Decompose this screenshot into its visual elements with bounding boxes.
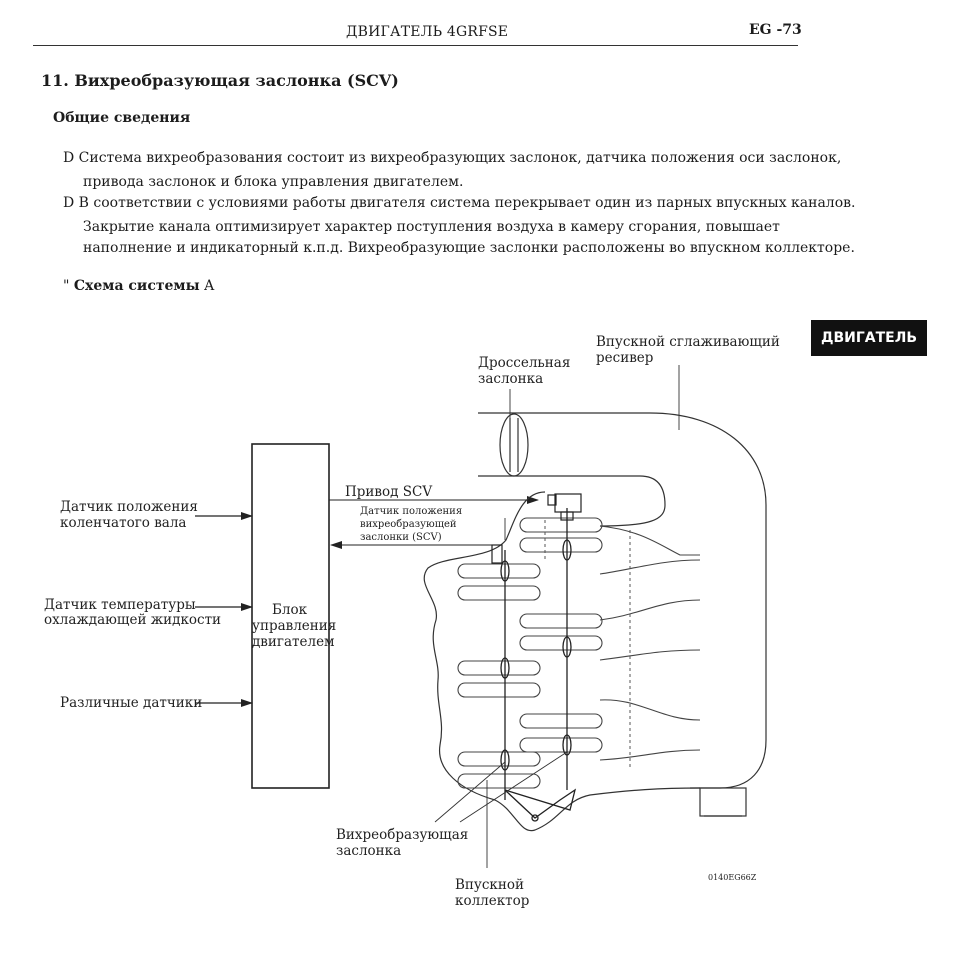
page-number: EG -73 <box>749 22 802 38</box>
scv-actuator-body <box>491 493 582 564</box>
header-title: ДВИГАТЕЛЬ 4GRFSE <box>346 24 509 40</box>
figure-code: 0140EG66Z <box>708 873 757 882</box>
surge-tank-label-1: Впускной сглаживающий <box>596 334 780 350</box>
ecu-label-1: Блок <box>272 602 308 618</box>
scv-sensor-label-3: заслонки (SCV) <box>360 532 442 543</box>
swirl-valve-label-2: заслонка <box>336 843 401 859</box>
scv-sensor-label-1: Датчик положения <box>360 506 462 517</box>
intake-manifold-label-2: коллектор <box>455 893 529 909</box>
schema-label: Схема системы <box>73 278 200 294</box>
coolant-sensor-label-1: Датчик температуры <box>44 597 196 613</box>
ecu-label-2: управления <box>252 618 336 634</box>
crank-sensor-label-2: коленчатого вала <box>60 515 186 531</box>
scv-actuator-label: Привод SCV <box>345 484 432 500</box>
hidden-lines <box>544 520 631 770</box>
scv-position-sensor-body <box>491 544 503 564</box>
ecu-label-3: двигателем <box>252 634 335 650</box>
ecu-block <box>251 443 330 789</box>
intake-manifold-label-1: Впускной <box>455 877 524 893</box>
swirl-valve-shafts <box>500 508 577 822</box>
scv-sensor-label-2: вихреобразующей <box>360 519 457 530</box>
schema-heading: " Схема системы A <box>63 278 214 294</box>
section-subtitle: Общие сведения <box>53 110 191 126</box>
paragraph-line: Закрытие канала оптимизирует характер по… <box>83 219 780 235</box>
surge-tank-label-2: ресивер <box>596 350 653 366</box>
coolant-sensor-label-2: охлаждающей жидкости <box>44 612 221 628</box>
intake-runners <box>457 517 701 789</box>
paragraph-line: D Система вихреобразования состоит из ви… <box>63 150 842 166</box>
surge-tank <box>478 412 767 817</box>
swirl-valve-label-1: Вихреобразующая <box>336 827 468 843</box>
header-rule <box>33 45 798 46</box>
paragraph-line: привода заслонок и блока управления двиг… <box>83 174 464 190</box>
schema-suffix: A <box>204 278 215 294</box>
schema-quote: " <box>63 278 70 294</box>
intake-manifold-outline <box>423 491 701 832</box>
section-title: 11. Вихреобразующая заслонка (SCV) <box>41 71 399 90</box>
leader-lines <box>434 365 680 868</box>
paragraph-line: D В соответствии с условиями работы двиг… <box>63 195 856 211</box>
paragraph-line: наполнение и индикаторный к.п.д. Вихреоб… <box>83 240 855 256</box>
throttle-label-1: Дроссельная <box>478 355 570 371</box>
engine-badge: ДВИГАТЕЛЬ <box>811 320 927 356</box>
throttle-label-2: заслонка <box>478 371 543 387</box>
crank-sensor-label-1: Датчик положения <box>60 499 198 515</box>
throttle-valve <box>499 413 529 477</box>
various-sensors-label: Различные датчики <box>60 695 202 711</box>
